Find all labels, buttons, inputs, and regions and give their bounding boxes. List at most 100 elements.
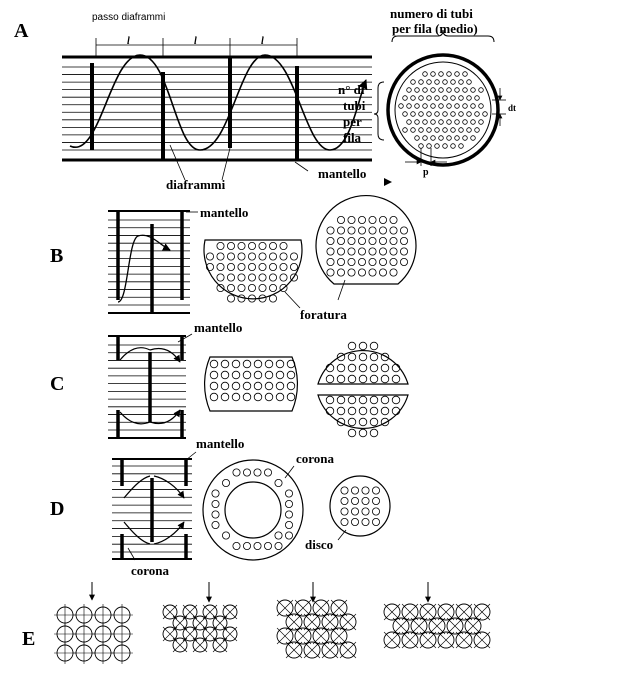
tube-hole — [289, 252, 298, 261]
tube-hole — [279, 252, 288, 261]
tube-hole — [212, 637, 228, 653]
tube-hole — [478, 119, 484, 125]
tube-hole — [312, 627, 330, 645]
tube-hole — [369, 395, 379, 405]
pitch-line — [162, 604, 178, 620]
tube-hole — [478, 87, 484, 93]
tube-hole — [182, 604, 198, 620]
tube-hole — [430, 119, 436, 125]
tube-hole — [325, 395, 335, 405]
tube-hole — [389, 268, 398, 277]
corona-label-bottom: corona — [131, 563, 170, 578]
tube-hole — [285, 613, 303, 631]
tube-hole — [389, 236, 398, 245]
pitch-line — [330, 599, 348, 617]
foratura-label: foratura — [300, 307, 347, 322]
tube-hole — [268, 283, 277, 292]
tube-hole — [347, 428, 357, 438]
tube-hole — [242, 359, 252, 369]
tube-hole — [442, 143, 448, 149]
tube-hole — [347, 341, 357, 351]
tube-hole — [268, 273, 277, 282]
tube-hole — [205, 252, 214, 261]
tube-hole — [428, 617, 446, 635]
tube-hole — [358, 374, 368, 384]
tube-hole — [209, 392, 219, 402]
tube-hole — [231, 359, 241, 369]
pitch-line — [473, 603, 491, 621]
tube-hole — [286, 359, 296, 369]
tube-hole — [368, 247, 377, 256]
tube-hole — [237, 283, 246, 292]
tube-hole — [336, 226, 345, 235]
tube-hole — [430, 87, 436, 93]
pitch-line — [162, 626, 178, 642]
tube-hole — [418, 95, 424, 101]
tube-hole — [205, 262, 214, 271]
tube-hole — [462, 103, 468, 109]
tube-hole — [358, 363, 368, 373]
pitch-line — [294, 599, 312, 617]
tube-hole — [380, 417, 390, 427]
tube-hole — [216, 273, 225, 282]
tube-hole — [326, 236, 335, 245]
tube-hole — [422, 71, 428, 77]
tube-hole — [286, 392, 296, 402]
tube-hole — [336, 417, 346, 427]
tube-hole — [340, 496, 349, 505]
tube-hole — [312, 599, 330, 617]
tube-hole — [222, 604, 238, 620]
tube-hole — [294, 599, 312, 617]
tube-hole — [247, 262, 256, 271]
pitch-line — [192, 615, 208, 631]
numero-tubi-line-1: numero di tubi — [390, 6, 473, 21]
tube-hole — [242, 542, 251, 551]
section-d-ring-baffle — [202, 459, 304, 561]
pitch-line — [339, 613, 357, 631]
tube-hole — [466, 111, 472, 117]
tube-hole — [455, 631, 473, 649]
tube-hole — [253, 370, 263, 380]
tube-hole — [414, 103, 420, 109]
n-tubi-line-1: n° di — [338, 82, 365, 97]
tube-hole — [473, 631, 491, 649]
tube-hole — [357, 236, 366, 245]
tube-hole — [326, 268, 335, 277]
tube-hole — [426, 79, 432, 85]
tube-hole — [275, 392, 285, 402]
tube-hole — [211, 510, 220, 519]
tube-hole — [368, 226, 377, 235]
tube-hole — [474, 95, 480, 101]
p-label: p — [423, 167, 429, 178]
tube-hole — [221, 531, 230, 540]
tube-hole — [172, 615, 188, 631]
tube-hole — [247, 283, 256, 292]
tube-hole — [350, 486, 359, 495]
tube-hole — [474, 127, 480, 133]
tube-hole — [391, 395, 401, 405]
tube-hole — [371, 518, 380, 527]
tube-hole — [336, 374, 346, 384]
tube-hole — [434, 127, 440, 133]
tube-hole — [378, 215, 387, 224]
tube-hole — [446, 71, 452, 77]
tube-hole — [321, 641, 339, 659]
tube-hole — [274, 542, 283, 551]
pitch-line — [437, 631, 455, 649]
tube-hole — [410, 79, 416, 85]
tube-hole — [209, 370, 219, 380]
tube-hole — [442, 95, 448, 101]
tube-hole — [237, 273, 246, 282]
pitch-line — [464, 617, 482, 635]
tube-hole — [222, 626, 238, 642]
tube-hole — [347, 257, 356, 266]
tube-hole — [410, 127, 416, 133]
tube-hole — [276, 627, 294, 645]
tube-hole — [284, 499, 293, 508]
tube-hole — [325, 374, 335, 384]
tube-hole — [442, 127, 448, 133]
section-c-longitudinal-view — [108, 333, 193, 439]
tube-hole — [247, 273, 256, 282]
n-tubi-line-4: fila — [343, 130, 362, 145]
